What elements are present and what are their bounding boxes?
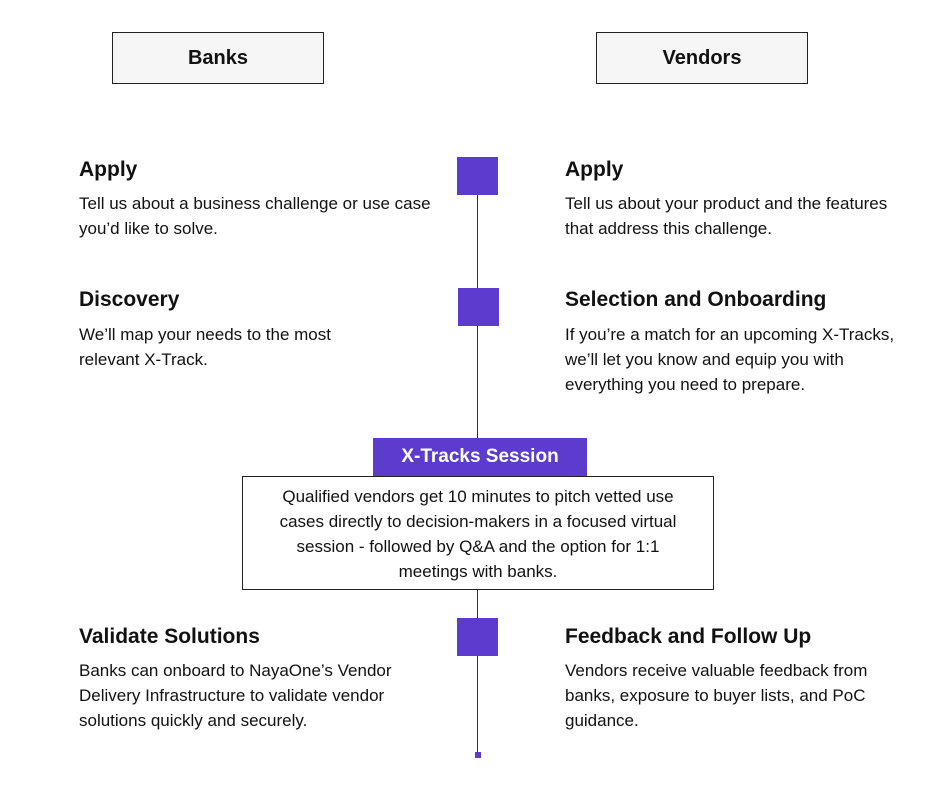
vendor-step-apply-text: Tell us about your product and the featu… — [565, 194, 888, 238]
timeline-end-dot — [475, 752, 481, 758]
vendors-header: Vendors — [596, 32, 808, 84]
session-description: Qualified vendors get 10 minutes to pitc… — [242, 476, 714, 590]
banks-step-validate-title: Validate Solutions — [79, 625, 260, 648]
vendor-step-feedback-text: Vendors receive valuable feedback from b… — [565, 661, 868, 730]
banks-step-apply-text: Tell us about a business challenge or us… — [79, 194, 431, 238]
banks-header: Banks — [112, 32, 324, 84]
vendor-step-feedback-title: Feedback and Follow Up — [565, 625, 812, 648]
banks-step-discovery-title: Discovery — [79, 288, 180, 311]
banks-step-validate-text: Banks can onboard to NayaOne’s Vendor De… — [79, 661, 392, 730]
timeline-marker-apply — [457, 157, 498, 195]
vendor-step-selection-text: If you’re a match for an upcoming X-Trac… — [565, 325, 895, 394]
timeline-marker-validate — [457, 618, 498, 656]
banks-step-discovery-text: We’ll map your needs to the most relevan… — [79, 325, 331, 369]
session-label: X-Tracks Session — [373, 438, 587, 476]
banks-step-apply-title: Apply — [79, 158, 138, 181]
vendor-step-selection-title: Selection and Onboarding — [565, 288, 827, 311]
vendor-step-apply-title: Apply — [565, 158, 624, 181]
timeline-marker-discovery — [458, 288, 499, 326]
